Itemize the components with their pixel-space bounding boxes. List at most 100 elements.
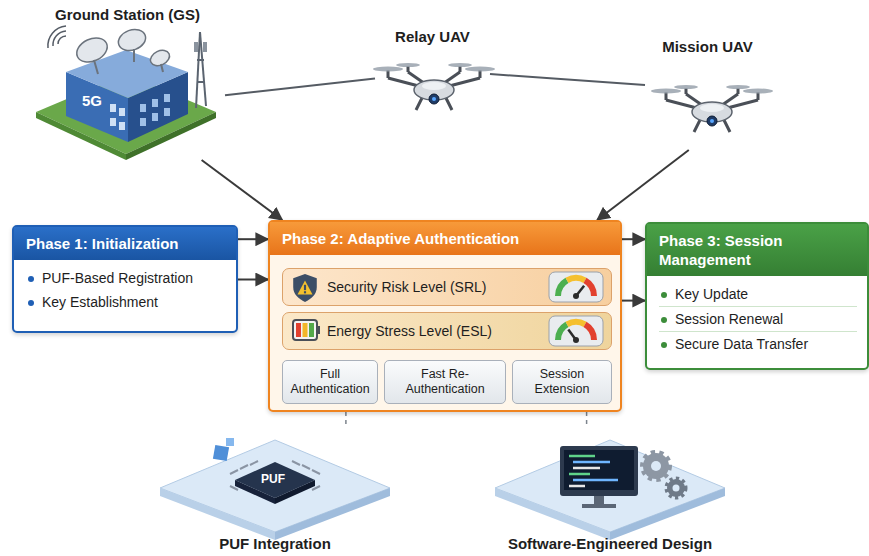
software-platform-part-part bbox=[573, 467, 600, 470]
mode-button: Fast Re-Authentication bbox=[384, 360, 506, 404]
gauge-dial bbox=[549, 316, 603, 346]
connector-arrow bbox=[622, 238, 645, 240]
puf-platform-part-part bbox=[292, 461, 300, 465]
band-gauge bbox=[547, 314, 605, 351]
battery-cell bbox=[296, 323, 301, 337]
mission-drone bbox=[651, 85, 773, 132]
battery-tip bbox=[317, 326, 320, 334]
connector-arrow bbox=[225, 79, 375, 96]
warning-mark bbox=[304, 285, 306, 290]
image-node: PUF Integration bbox=[150, 425, 400, 553]
puf-platform-part bbox=[213, 445, 229, 461]
phase-header: Phase 3: Session Management bbox=[647, 224, 867, 276]
phase-header: Phase 1: Initialization bbox=[14, 227, 236, 260]
software-platform-part bbox=[495, 440, 725, 532]
software-platform-part bbox=[560, 446, 638, 496]
ground-station-illustration-part bbox=[73, 26, 172, 69]
dashed-connector bbox=[586, 412, 588, 425]
gauge-arc bbox=[585, 324, 594, 340]
bullet-dot bbox=[28, 300, 34, 306]
ground-station-illustration-part bbox=[203, 42, 207, 52]
button-label: Session Extension bbox=[518, 367, 606, 397]
software-platform-part-part bbox=[569, 473, 590, 476]
puf-platform-part-part bbox=[250, 461, 258, 465]
ground-station-illustration-part-part bbox=[94, 60, 98, 74]
software-platform-part bbox=[569, 456, 618, 486]
bullet-item: Session Renewal bbox=[659, 307, 857, 332]
button-label: Full Authentication bbox=[288, 367, 372, 397]
puf-platform bbox=[160, 438, 390, 540]
bullet-dot bbox=[28, 276, 34, 282]
connector-arrow bbox=[490, 74, 645, 85]
warning-triangle bbox=[298, 281, 313, 295]
gauge-icon bbox=[547, 314, 605, 348]
shield-icon bbox=[291, 273, 319, 303]
bullet-dot bbox=[661, 342, 667, 348]
ground-station-illustration-part-part bbox=[148, 47, 172, 68]
node-heading: Mission UAV bbox=[645, 38, 770, 56]
ground-station-illustration-part-part bbox=[53, 31, 66, 46]
ground-station-illustration-part-part bbox=[197, 59, 204, 61]
gauge-dial bbox=[549, 272, 603, 302]
node-caption: PUF Integration bbox=[219, 535, 331, 553]
band-gauge bbox=[547, 270, 605, 307]
illustration-label: 5G bbox=[82, 92, 102, 109]
band-label: Security Risk Level (SRL) bbox=[327, 279, 487, 295]
image-node: Ground Station (GS) bbox=[30, 6, 225, 160]
ground-station-illustration-part-part bbox=[161, 64, 163, 72]
software-platform-part-part bbox=[573, 461, 610, 464]
ground-station-illustration-part-part bbox=[164, 108, 170, 116]
connector-arrow bbox=[597, 150, 689, 220]
gauge-hub bbox=[573, 293, 579, 299]
level-band: Energy Stress Level (ESL) bbox=[282, 312, 612, 350]
ground-station-illustration-part-part bbox=[200, 32, 206, 106]
ground-station-illustration-part-part bbox=[197, 81, 205, 83]
software-platform bbox=[495, 440, 725, 540]
gauge-arc bbox=[567, 322, 585, 324]
bullet-dot bbox=[661, 292, 667, 298]
gauge-arc bbox=[558, 324, 567, 340]
software-platform-part bbox=[582, 504, 616, 508]
battery-case bbox=[293, 320, 317, 340]
bullet-list: Key UpdateSession RenewalSecure Data Tra… bbox=[647, 276, 867, 362]
software-platform-part bbox=[673, 485, 680, 492]
software-platform-part-part bbox=[573, 479, 618, 482]
ground-station-illustration-part bbox=[194, 42, 198, 52]
ground-station-illustration-part-part bbox=[48, 26, 66, 48]
connector-arrow bbox=[622, 300, 645, 302]
shield-shape bbox=[293, 274, 317, 302]
puf-platform-part-part bbox=[230, 470, 238, 474]
ground-station-illustration-part-part bbox=[164, 94, 170, 102]
software-platform-part bbox=[643, 453, 669, 479]
band-label: Energy Stress Level (ESL) bbox=[327, 323, 492, 339]
ground-station-illustration-part-part bbox=[140, 118, 146, 126]
ground-station-illustration-part-part bbox=[110, 118, 116, 126]
puf-platform-part bbox=[226, 438, 234, 446]
phase-header: Phase 2: Adaptive Authentication bbox=[270, 222, 620, 255]
ground-station-illustration-part-part bbox=[73, 33, 111, 66]
puf-platform-part-part bbox=[240, 465, 248, 469]
ground-station-illustration-part-part bbox=[115, 26, 148, 54]
ground-station-illustration bbox=[36, 26, 216, 160]
bullet-dot bbox=[661, 317, 667, 323]
puf-platform-part-part bbox=[312, 470, 320, 474]
puf-platform-part-part bbox=[302, 465, 310, 469]
illustration-label: PUF bbox=[261, 472, 285, 486]
ground-station-illustration-part-part bbox=[119, 108, 125, 116]
node-heading: Ground Station (GS) bbox=[30, 6, 225, 24]
puf-platform-part bbox=[160, 440, 390, 532]
bullet-item: PUF-Based Registration bbox=[26, 266, 226, 290]
battery-cell bbox=[309, 323, 314, 337]
software-platform-part bbox=[667, 479, 685, 497]
band-icon bbox=[291, 317, 321, 346]
button-label: Fast Re-Authentication bbox=[390, 367, 500, 397]
ground-station-illustration-part-part bbox=[110, 104, 116, 112]
ground-station-illustration-part-part bbox=[152, 113, 158, 121]
relay-drone bbox=[373, 63, 495, 110]
software-platform-part bbox=[594, 496, 604, 504]
image-node: Mission UAV bbox=[645, 38, 770, 150]
phase-box: Phase 2: Adaptive AuthenticationSecurity… bbox=[268, 220, 622, 412]
phase-box: Phase 1: InitializationPUF-Based Registr… bbox=[12, 225, 238, 333]
ground-station-illustration-part-part bbox=[152, 99, 158, 107]
bullet-item: Key Establishment bbox=[26, 290, 226, 314]
